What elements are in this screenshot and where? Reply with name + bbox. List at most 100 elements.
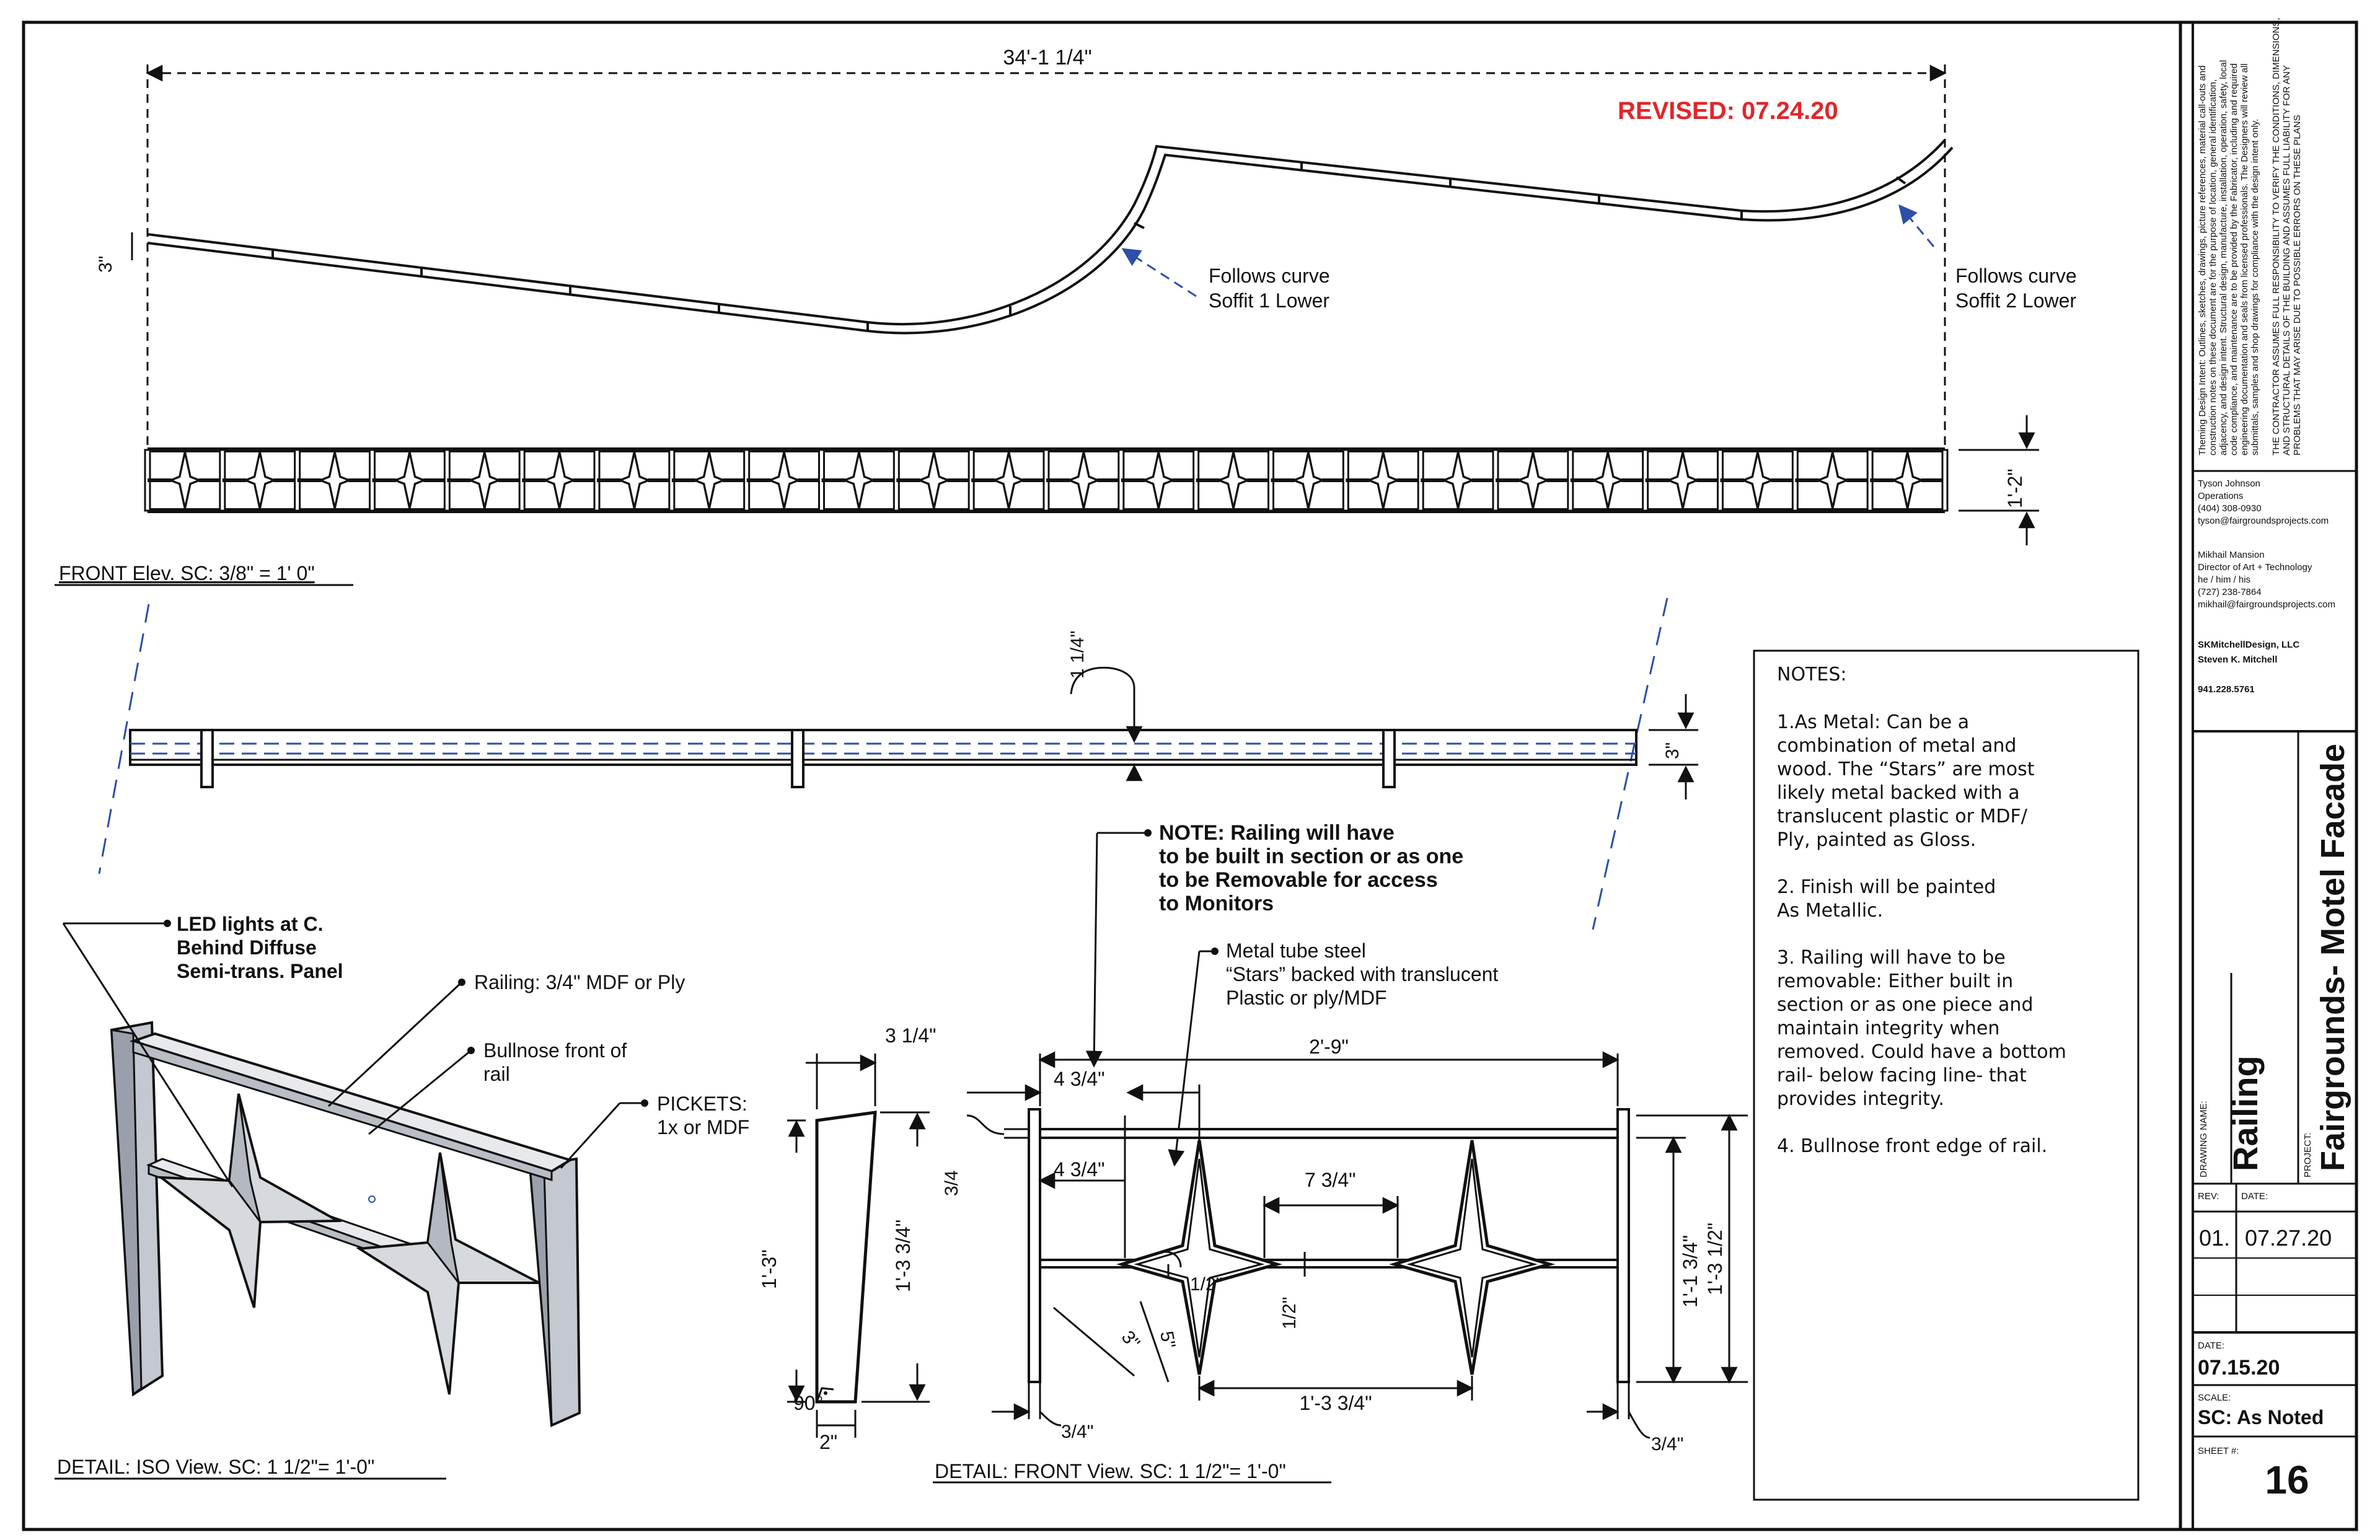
notes-line: 1.As Metal: Can be a — [1777, 711, 1969, 733]
contact-line: 941.228.5761 — [2198, 684, 2255, 695]
date-value: 07.15.20 — [2198, 1356, 2280, 1379]
star-picket — [919, 451, 950, 510]
disclaimer-line: code compliance, and maintenance are to … — [2229, 63, 2239, 455]
notes-line: 2. Finish will be painted — [1777, 876, 1996, 898]
front-detail-dim-half-b: 1/2" — [1279, 1297, 1300, 1329]
star-picket — [319, 451, 350, 510]
front-detail-note: NOTE: Railing will have to be built in s… — [1159, 821, 1470, 915]
plan-view: 1 1/4" 3" — [98, 597, 1698, 930]
star-picket — [244, 451, 275, 510]
callout-pickets: PICKETS: 1x or MDF — [657, 1093, 753, 1138]
disclaimer-line: AND STRUCTURAL DETAILS OF THE BUILDING A… — [2281, 65, 2292, 455]
star-picket — [694, 451, 725, 510]
front-detail-dim-c: 7 3/4" — [1305, 1169, 1356, 1191]
revision-stamp: REVISED: 07.24.20 — [1618, 97, 1838, 125]
rev-number: 01. — [2199, 1225, 2230, 1251]
front-elev-caption: FRONT Elev. SC: 3/8" = 1' 0" — [59, 562, 315, 584]
contact-line: Tyson Johnson — [2198, 478, 2260, 489]
star-picket — [769, 451, 800, 510]
notes-line: removable: Either built in — [1777, 970, 2013, 992]
title-block: Theming Design Intent: Outlines, sketche… — [2192, 18, 2358, 1531]
star-picket — [1442, 451, 1474, 510]
contact-skmitchell: SKMitchellDesign, LLC Steven K. Mitchell 9… — [2198, 640, 2299, 695]
notes-heading: NOTES: — [1777, 664, 1847, 685]
front-detail-post-r: 3/4" — [1651, 1434, 1683, 1454]
scale-value: SC: As Noted — [2198, 1406, 2324, 1428]
contact-line: he / him / his — [2198, 574, 2250, 585]
section-dim-top: 3 1/4" — [885, 1024, 937, 1047]
contact-line: mikhail@fairgroundsprojects.com — [2198, 599, 2335, 610]
contact-line: Operations — [2198, 491, 2243, 501]
drawing-name: Railing — [2226, 1055, 2265, 1171]
star-picket — [1218, 451, 1249, 510]
contact-line: (404) 308-0930 — [2198, 503, 2262, 514]
iso-detail: LED lights at C. Behind Diffuse Semi-tra… — [55, 913, 753, 1480]
front-detail-dim-half-a: 1/2" — [1190, 1274, 1222, 1295]
notes-line: Ply, painted as Gloss. — [1777, 829, 1976, 851]
disclaimer-line: adjacency, and design intent. Structural… — [2218, 60, 2229, 455]
contact-line: Director of Art + Technology — [2198, 562, 2312, 573]
notes-line: removed. Could have a bottom — [1777, 1041, 2066, 1063]
disclaimer-line: construction notes on these document are… — [2208, 79, 2218, 455]
sheet-number: 16 — [2265, 1458, 2309, 1502]
section-dim-angle: 90° — [793, 1392, 823, 1414]
scale-label: SCALE: — [2198, 1393, 2231, 1403]
plan-dim-top: 1 1/4" — [1067, 631, 1088, 679]
rail-height-dim: 3" — [95, 256, 116, 273]
star-picket — [1592, 451, 1623, 510]
front-detail-dim-5: 5" — [1156, 1329, 1179, 1350]
disclaimer-line: PROBLEMS THAT MAY ARISE DUE TO POSSIBLE … — [2292, 115, 2303, 455]
disclaimer-line: engineering documentation and seals from… — [2239, 63, 2250, 455]
section-dim-bottom: 2" — [819, 1431, 837, 1453]
star-picket — [469, 451, 500, 510]
notes-line: wood. The “Stars” are most — [1777, 759, 2035, 780]
contact-line: SKMitchellDesign, LLC — [2198, 640, 2299, 650]
disclaimer-line: submittals, samples and shop drawings fo… — [2250, 119, 2260, 455]
star-picket — [1517, 451, 1549, 510]
contact-line: (727) 238-7864 — [2198, 587, 2262, 597]
star-picket — [1293, 451, 1324, 510]
contact-line: Steven K. Mitchell — [2198, 654, 2277, 665]
notes-line: maintain integrity when — [1777, 1018, 1999, 1039]
contact-line: Mikhail Mansion — [2198, 550, 2265, 560]
star-picket — [619, 451, 650, 510]
picket-post — [1941, 449, 1949, 512]
front-detail-dim-a: 4 3/4" — [1054, 1068, 1105, 1090]
notes-line: section or as one piece and — [1777, 994, 2033, 1016]
disclaimer: Theming Design Intent: Outlines, sketche… — [2197, 18, 2303, 455]
rev-label: REV: — [2198, 1191, 2219, 1202]
star-picket — [1368, 451, 1399, 510]
star-picket — [1068, 451, 1100, 510]
notes-line: translucent plastic or MDF/ — [1777, 806, 2028, 827]
notes-line: combination of metal and — [1777, 735, 2016, 757]
star-picket — [544, 451, 575, 510]
star-picket — [1667, 451, 1698, 510]
front-detail-dim-span: 1'-3 3/4" — [1299, 1392, 1372, 1414]
plan-dim-side: 3" — [1662, 742, 1683, 759]
project-name: Fairgrounds- Motel Facade — [2314, 744, 2351, 1171]
callout-led: LED lights at C. Behind Diffuse Semi-tra… — [177, 913, 343, 982]
front-detail-dim-3: 3" — [1117, 1327, 1144, 1353]
notes-line: 4. Bullnose front edge of rail. — [1777, 1135, 2047, 1157]
notes-line: rail- below facing line- that — [1777, 1065, 2027, 1086]
front-detail-post-l: 3/4" — [1061, 1422, 1093, 1442]
callout-bullnose: Bullnose front of rail — [483, 1039, 632, 1085]
disclaimer-line: Theming Design Intent: Outlines, sketche… — [2197, 66, 2208, 455]
project-label: PROJECT: — [2303, 1132, 2313, 1177]
star-picket — [1742, 451, 1773, 510]
front-detail-dim-b: 4 3/4" — [1054, 1158, 1105, 1181]
front-detail: NOTE: Railing will have to be built in s… — [933, 821, 1748, 1484]
rev-date-label: DATE: — [2241, 1191, 2268, 1202]
callout-tube-steel: Metal tube steel “Stars” backed with tra… — [1226, 939, 1504, 1009]
sheet-label: SHEET #: — [2198, 1446, 2239, 1456]
drawing-name-label: DRAWING NAME: — [2198, 1101, 2209, 1177]
front-detail-width: 2'-9" — [1309, 1036, 1349, 1058]
section-dim-h-right: 1'-3 3/4" — [892, 1220, 914, 1292]
notes-line: provides integrity. — [1777, 1088, 1944, 1110]
callout-soffit-1: Follows curve Soffit 1 Lower — [1209, 265, 1336, 312]
star-picket — [993, 451, 1025, 510]
iso-caption: DETAIL: ISO View. SC: 1 1/2"= 1'-0" — [57, 1456, 374, 1478]
